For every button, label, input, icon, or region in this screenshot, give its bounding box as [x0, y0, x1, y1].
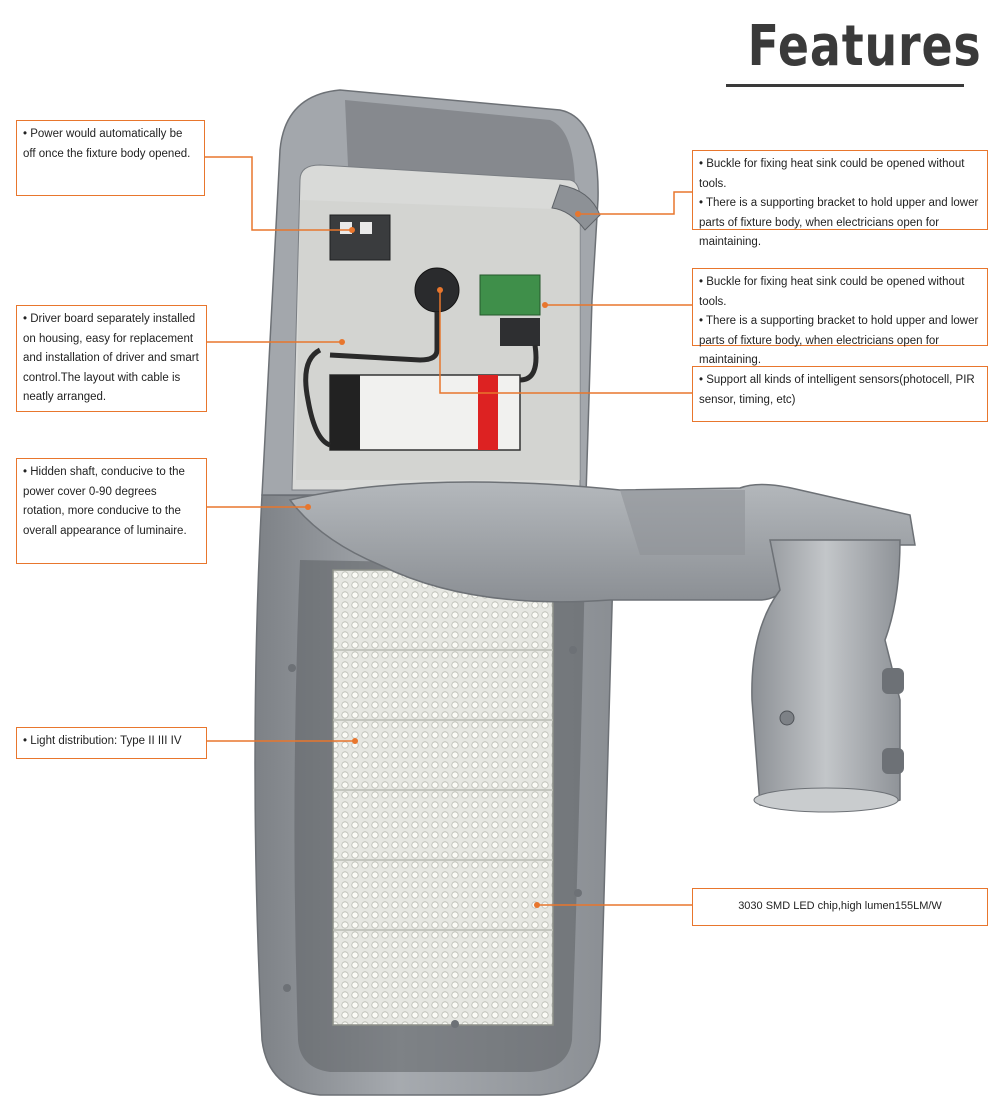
callout-power-off: • Power would automatically be off once …: [16, 120, 205, 196]
callout-text: 3030 SMD LED chip,high lumen155LM/W: [738, 900, 942, 912]
leader-power-off: [205, 156, 352, 231]
callout-light-distribution: • Light distribution: Type II III IV: [16, 727, 207, 759]
page-title: Features: [747, 14, 982, 79]
leader-buckle-top: [578, 191, 692, 215]
callout-led-chip: 3030 SMD LED chip,high lumen155LM/W: [692, 888, 988, 926]
callout-text: • Power would automatically be off once …: [23, 128, 191, 160]
callout-buckle-mid: • Buckle for fixing heat sink could be o…: [692, 268, 988, 366]
title-underline: [726, 84, 964, 87]
callout-hidden-shaft: • Hidden shaft, conducive to the power c…: [16, 458, 207, 564]
callout-text: • Buckle for fixing heat sink could be o…: [699, 276, 965, 308]
led-panel: [332, 569, 554, 1026]
callout-text: • There is a supporting bracket to hold …: [699, 197, 979, 248]
callout-text: • Support all kinds of intelligent senso…: [699, 374, 975, 406]
callout-text: • Driver board separately installed on h…: [23, 313, 199, 403]
leader-sensors: [439, 290, 692, 394]
green-terminal: [479, 274, 541, 316]
callout-sensors: • Support all kinds of intelligent senso…: [692, 366, 988, 422]
callout-text: • Light distribution: Type II III IV: [23, 735, 182, 747]
callout-buckle-top: • Buckle for fixing heat sink could be o…: [692, 150, 988, 248]
callout-text: • There is a supporting bracket to hold …: [699, 315, 979, 366]
callout-text: • Hidden shaft, conducive to the power c…: [23, 466, 187, 537]
callout-text: • Buckle for fixing heat sink could be o…: [699, 158, 965, 190]
callout-driver-board: • Driver board separately installed on h…: [16, 305, 207, 412]
